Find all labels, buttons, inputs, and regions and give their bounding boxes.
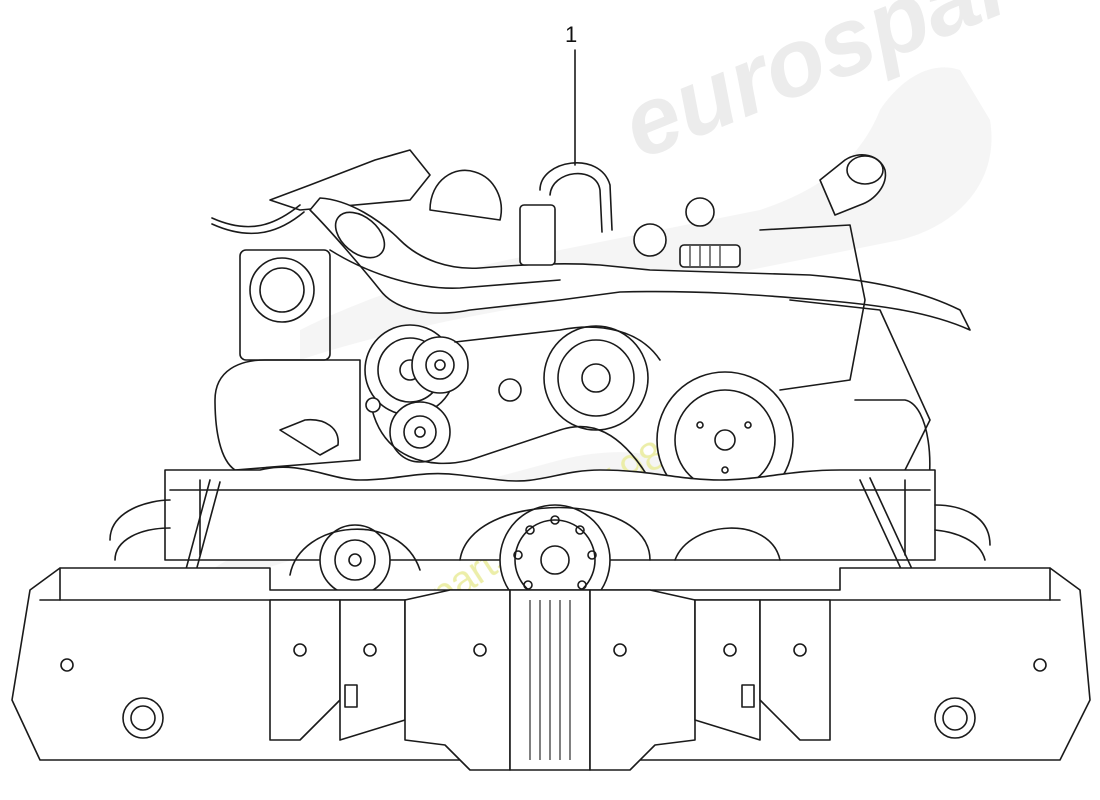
callout-label-1: 1	[565, 22, 578, 47]
watermark-brand: eurospares	[608, 0, 1100, 179]
upper-engine-assembly	[211, 149, 971, 481]
belt-drive-assembly	[279, 324, 794, 509]
crankcase-assembly	[109, 359, 991, 643]
front-mount-bar	[11, 567, 1091, 771]
